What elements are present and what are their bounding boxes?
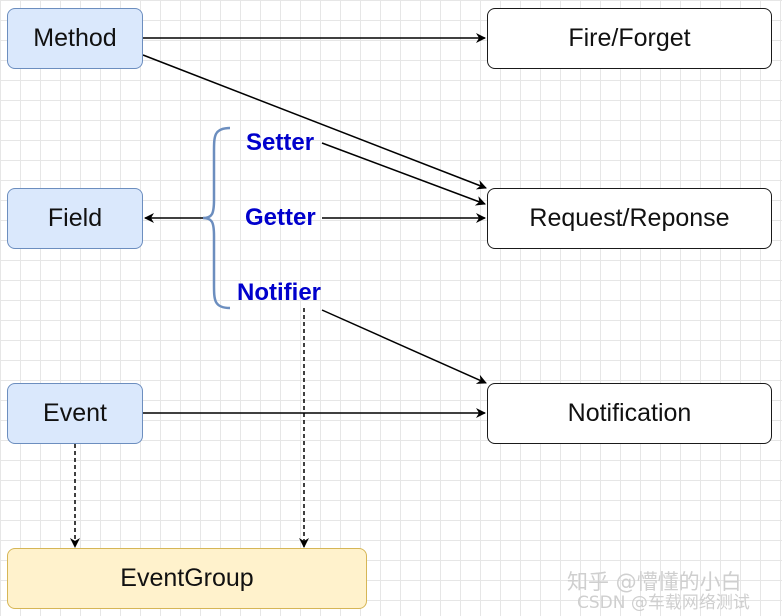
eventgroup-node[interactable]: EventGroup: [7, 548, 367, 609]
watermark-csdn: CSDN @车载网络测试: [577, 593, 750, 613]
fireforget-node[interactable]: Fire/Forget: [487, 8, 772, 69]
edge-notifier-notification: [321, 309, 487, 384]
notifier-label: Notifier: [237, 279, 321, 306]
setter-label: Setter: [246, 129, 315, 156]
field-node[interactable]: Field: [7, 188, 143, 249]
method-node[interactable]: Method: [7, 8, 143, 69]
getter-label: Getter: [245, 204, 316, 231]
event-node[interactable]: Event: [7, 383, 143, 444]
field-brace: [202, 126, 231, 310]
watermark-zhihu: 知乎 @懵懂的小白: [567, 570, 742, 594]
edge-method-request: [142, 54, 487, 190]
notification-node[interactable]: Notification: [487, 383, 772, 444]
edge-setter-request: [321, 142, 486, 206]
request-response-node[interactable]: Request/Reponse: [487, 188, 772, 249]
